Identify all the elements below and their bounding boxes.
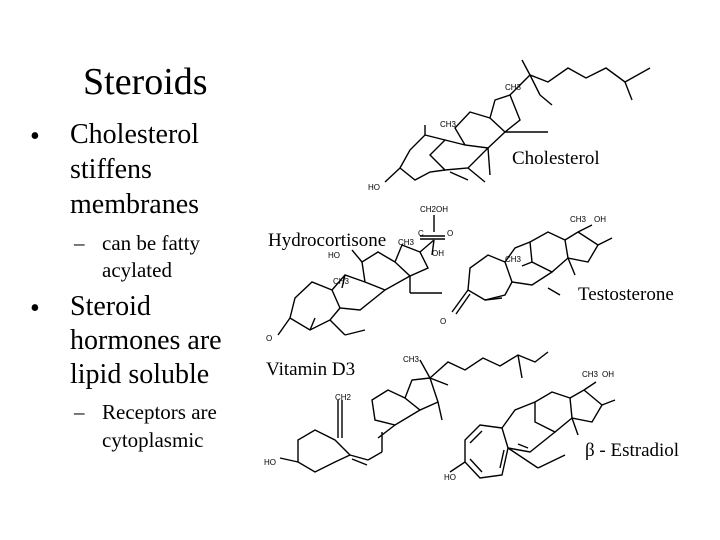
hydrocortisone-atom-label: HO	[328, 251, 340, 260]
testosterone-atom-label: OH	[594, 215, 606, 224]
cholesterol-label: Cholesterol	[512, 148, 600, 169]
testosterone-label: Testosterone	[578, 284, 674, 305]
sub-bullet-marker: –	[74, 400, 85, 424]
testosterone-atom-label: CH3	[505, 255, 522, 264]
cholesterol-atom-label: HO	[368, 183, 380, 192]
bullet-text-line: stiffens	[70, 154, 152, 185]
bullet-marker: •	[30, 121, 40, 152]
testosterone-atom-label: CH3	[570, 215, 587, 224]
vitamin-d3-atom-label: HO	[264, 458, 276, 467]
vitamin-d3-atom-label: CH2	[335, 393, 352, 402]
testosterone-structure	[451, 224, 613, 315]
estradiol-atom-label: HO	[444, 473, 456, 482]
estradiol-label: β - Estradiol	[585, 440, 679, 461]
bullet-text-line: membranes	[70, 189, 200, 220]
estradiol-atom-label: CH3	[582, 370, 599, 379]
bullet-text-line: hormones are	[70, 325, 222, 356]
estradiol-atom-label: OH	[602, 370, 614, 379]
hydrocortisone-atom-label: O	[266, 334, 272, 343]
cholesterol-atom-label: CH3	[440, 120, 457, 129]
cholesterol-structure	[384, 59, 651, 183]
hydrocortisone-atom-label: OH	[432, 249, 444, 258]
bullet-text-line: lipid soluble	[70, 359, 210, 390]
bullet-marker: •	[30, 293, 40, 324]
sub-bullet-text-line: acylated	[102, 258, 172, 282]
hydrocortisone-label: Hydrocortisone	[268, 230, 386, 251]
hydrocortisone-atom-label: CH3	[398, 238, 415, 247]
sub-bullet-text-line: can be fatty	[102, 231, 200, 255]
hydrocortisone-atom-label: C	[418, 229, 424, 238]
sub-bullet-text-line: cytoplasmic	[102, 428, 204, 452]
vitamin-d3-structure	[279, 351, 549, 473]
cholesterol-atom-label: CH3	[505, 83, 522, 92]
vitamin-d3-atom-label: CH3	[403, 355, 420, 364]
bullet-text-line: Cholesterol	[70, 119, 200, 150]
hydrocortisone-atom-label: O	[447, 229, 453, 238]
vitamin-d3-label: Vitamin D3	[266, 359, 355, 380]
estradiol-structure	[449, 381, 616, 479]
sub-bullet-text-line: Receptors are	[102, 400, 217, 424]
sub-bullet-marker: –	[74, 231, 85, 255]
slide-title: Steroids	[83, 61, 208, 103]
hydrocortisone-atom-label: CH2OH	[420, 205, 448, 214]
hydrocortisone-atom-label: CH3	[333, 277, 350, 286]
testosterone-atom-label: O	[440, 317, 446, 326]
bullet-text-line: Steroid	[70, 291, 151, 322]
hydrocortisone-structure	[277, 215, 445, 336]
